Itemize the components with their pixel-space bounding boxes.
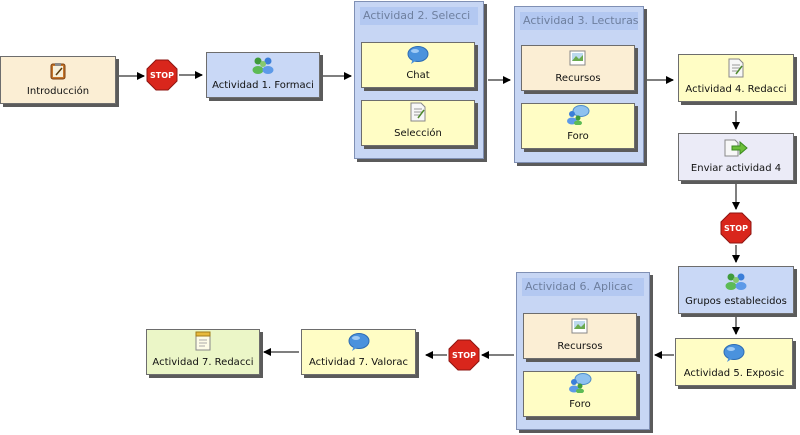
group-title: Actividad 3. Lecturas [520, 12, 638, 30]
node-introduccion[interactable]: Introducción [0, 56, 116, 104]
node-label: Recursos [557, 341, 603, 352]
node-label: Foro [567, 131, 589, 142]
node-label: Actividad 1. Formaci [212, 80, 314, 91]
stop-gate-3[interactable]: STOP [448, 339, 480, 371]
node-seleccion[interactable]: Selección [361, 100, 475, 146]
node-label: Actividad 7. Valorac [308, 357, 409, 368]
node-foro-2[interactable]: Foro [523, 371, 637, 417]
node-recursos-1[interactable]: Recursos [521, 45, 635, 91]
clipboard-icon [50, 63, 66, 80]
group-title: Actividad 6. Aplicac [522, 278, 644, 296]
stop-gate-2[interactable]: STOP [720, 212, 752, 244]
speech-bubble-icon [723, 344, 745, 362]
image-resource-icon [571, 318, 588, 334]
stop-label: STOP [724, 224, 748, 233]
speech-bubble-icon [348, 333, 369, 351]
node-label: Actividad 5. Exposic [683, 368, 785, 379]
users-group-icon [725, 273, 747, 290]
node-label: Introducción [26, 86, 90, 97]
node-label: Selección [394, 128, 442, 139]
document-icon [410, 102, 426, 122]
node-enviar-actividad-4[interactable]: Enviar actividad 4 [678, 133, 794, 181]
node-label: Actividad 7. Redacci [152, 357, 254, 368]
submit-arrow-icon [724, 139, 748, 157]
speech-bubble-icon [407, 46, 429, 64]
stop-gate-1[interactable]: STOP [146, 59, 178, 91]
node-label: Recursos [555, 73, 601, 84]
node-label: Actividad 4. Redacci [685, 84, 787, 95]
notepad-icon [195, 331, 211, 351]
users-group-icon [252, 57, 274, 74]
document-edit-icon [728, 58, 744, 78]
forum-icon [569, 373, 592, 393]
node-label: Enviar actividad 4 [690, 163, 782, 174]
node-label: Foro [569, 399, 591, 410]
node-grupos-establecidos[interactable]: Grupos establecidos [678, 266, 794, 314]
node-label: Chat [406, 70, 430, 81]
node-foro-1[interactable]: Foro [521, 103, 635, 149]
node-recursos-2[interactable]: Recursos [523, 313, 637, 359]
image-resource-icon [569, 50, 586, 66]
node-actividad-1[interactable]: Actividad 1. Formaci [206, 52, 320, 98]
node-actividad-7-redacci[interactable]: Actividad 7. Redacci [146, 329, 260, 375]
group-title: Actividad 2. Selecci [360, 7, 478, 25]
node-actividad-4[interactable]: Actividad 4. Redacci [678, 54, 794, 102]
stop-label: STOP [150, 71, 174, 80]
stop-label: STOP [452, 351, 476, 360]
node-actividad-7-valorac[interactable]: Actividad 7. Valorac [301, 329, 416, 375]
node-actividad-5[interactable]: Actividad 5. Exposic [675, 338, 793, 386]
node-label: Grupos establecidos [685, 296, 787, 307]
node-chat[interactable]: Chat [361, 42, 475, 88]
forum-icon [567, 105, 590, 125]
